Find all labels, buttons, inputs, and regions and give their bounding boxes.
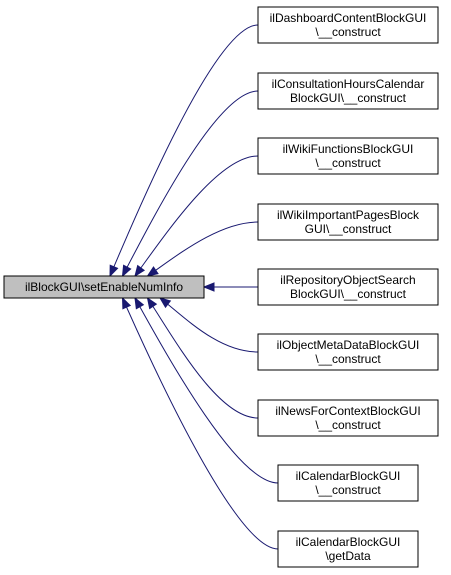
arrowhead-wikifunctions — [134, 264, 146, 278]
node-calendargetdata[interactable]: ilCalendarBlockGUI\getData — [277, 530, 419, 568]
node-box — [257, 333, 439, 371]
node-label-line: ilDashboardContentBlockGUI — [270, 11, 427, 25]
arrowhead-calendargetdata — [121, 296, 132, 310]
node-label-line: GUI\__construct — [305, 222, 392, 236]
arrowhead-consultation — [121, 264, 132, 278]
node-objectmeta[interactable]: ilObjectMetaDataBlockGUI\__construct — [257, 333, 439, 371]
arrowhead-newsforcontext — [146, 296, 158, 310]
node-setEnableNumInfo[interactable]: ilBlockGUI\setEnableNumInfo — [3, 275, 205, 299]
node-label-line: \__construct — [315, 418, 381, 432]
node-consultation[interactable]: ilConsultationHoursCalendarBlockGUI\__co… — [257, 72, 439, 110]
node-newsforcontext[interactable]: ilNewsForContextBlockGUI\__construct — [257, 399, 439, 437]
node-box — [3, 275, 205, 299]
edge-wikifunctions — [134, 155, 259, 277]
edges-layer — [109, 24, 279, 550]
node-label-line: \__construct — [315, 483, 381, 497]
node-label-line: \__construct — [315, 156, 381, 170]
arrowhead-wikiimportant — [146, 266, 159, 277]
node-label-line: \__construct — [315, 352, 381, 366]
node-label-line: ilRepositoryObjectSearch — [280, 273, 415, 287]
edge-objectmeta — [159, 297, 259, 353]
arrowhead-dashboard — [109, 264, 119, 278]
node-dashboard[interactable]: ilDashboardContentBlockGUI\__construct — [257, 6, 439, 44]
node-box — [257, 137, 439, 175]
node-label-line: ilCalendarBlockGUI — [296, 535, 401, 549]
nodes-layer: ilBlockGUI\setEnableNumInfo ilDashboardCo… — [3, 6, 439, 568]
arrowhead-calendarconstruct — [134, 296, 145, 310]
node-box — [257, 6, 439, 44]
node-box — [257, 268, 439, 306]
node-calendarconstruct[interactable]: ilCalendarBlockGUI\__construct — [277, 464, 419, 502]
node-box — [277, 464, 419, 502]
arrowhead-objectmeta — [158, 297, 172, 309]
node-box — [257, 72, 439, 110]
node-label-line: ilWikiImportantPagesBlock — [277, 208, 420, 222]
node-label-line: ilBlockGUI\setEnableNumInfo — [25, 280, 183, 294]
arrowhead-repositorysearch — [202, 282, 215, 292]
node-box — [257, 203, 439, 241]
node-label-line: \__construct — [315, 25, 381, 39]
node-label-line: ilNewsForContextBlockGUI — [275, 404, 420, 418]
node-box — [277, 530, 419, 568]
node-wikifunctions[interactable]: ilWikiFunctionsBlockGUI\__construct — [257, 137, 439, 175]
node-label-line: ilWikiFunctionsBlockGUI — [283, 142, 414, 156]
node-box — [257, 399, 439, 437]
node-label-line: ilCalendarBlockGUI — [296, 469, 401, 483]
edge-dashboard — [109, 24, 259, 277]
node-label-line: BlockGUI\__construct — [290, 91, 407, 105]
node-label-line: BlockGUI\__construct — [290, 287, 407, 301]
edge-calendargetdata — [122, 297, 279, 550]
node-repositorysearch[interactable]: ilRepositoryObjectSearchBlockGUI\__const… — [257, 268, 439, 306]
node-label-line: ilConsultationHoursCalendar — [272, 77, 425, 91]
edge-wikiimportant — [147, 221, 259, 277]
edge-consultation — [122, 90, 259, 277]
edge-calendarconstruct — [134, 297, 279, 484]
node-label-line: ilObjectMetaDataBlockGUI — [277, 338, 420, 352]
node-label-line: \getData — [325, 549, 371, 563]
edge-newsforcontext — [147, 297, 259, 419]
